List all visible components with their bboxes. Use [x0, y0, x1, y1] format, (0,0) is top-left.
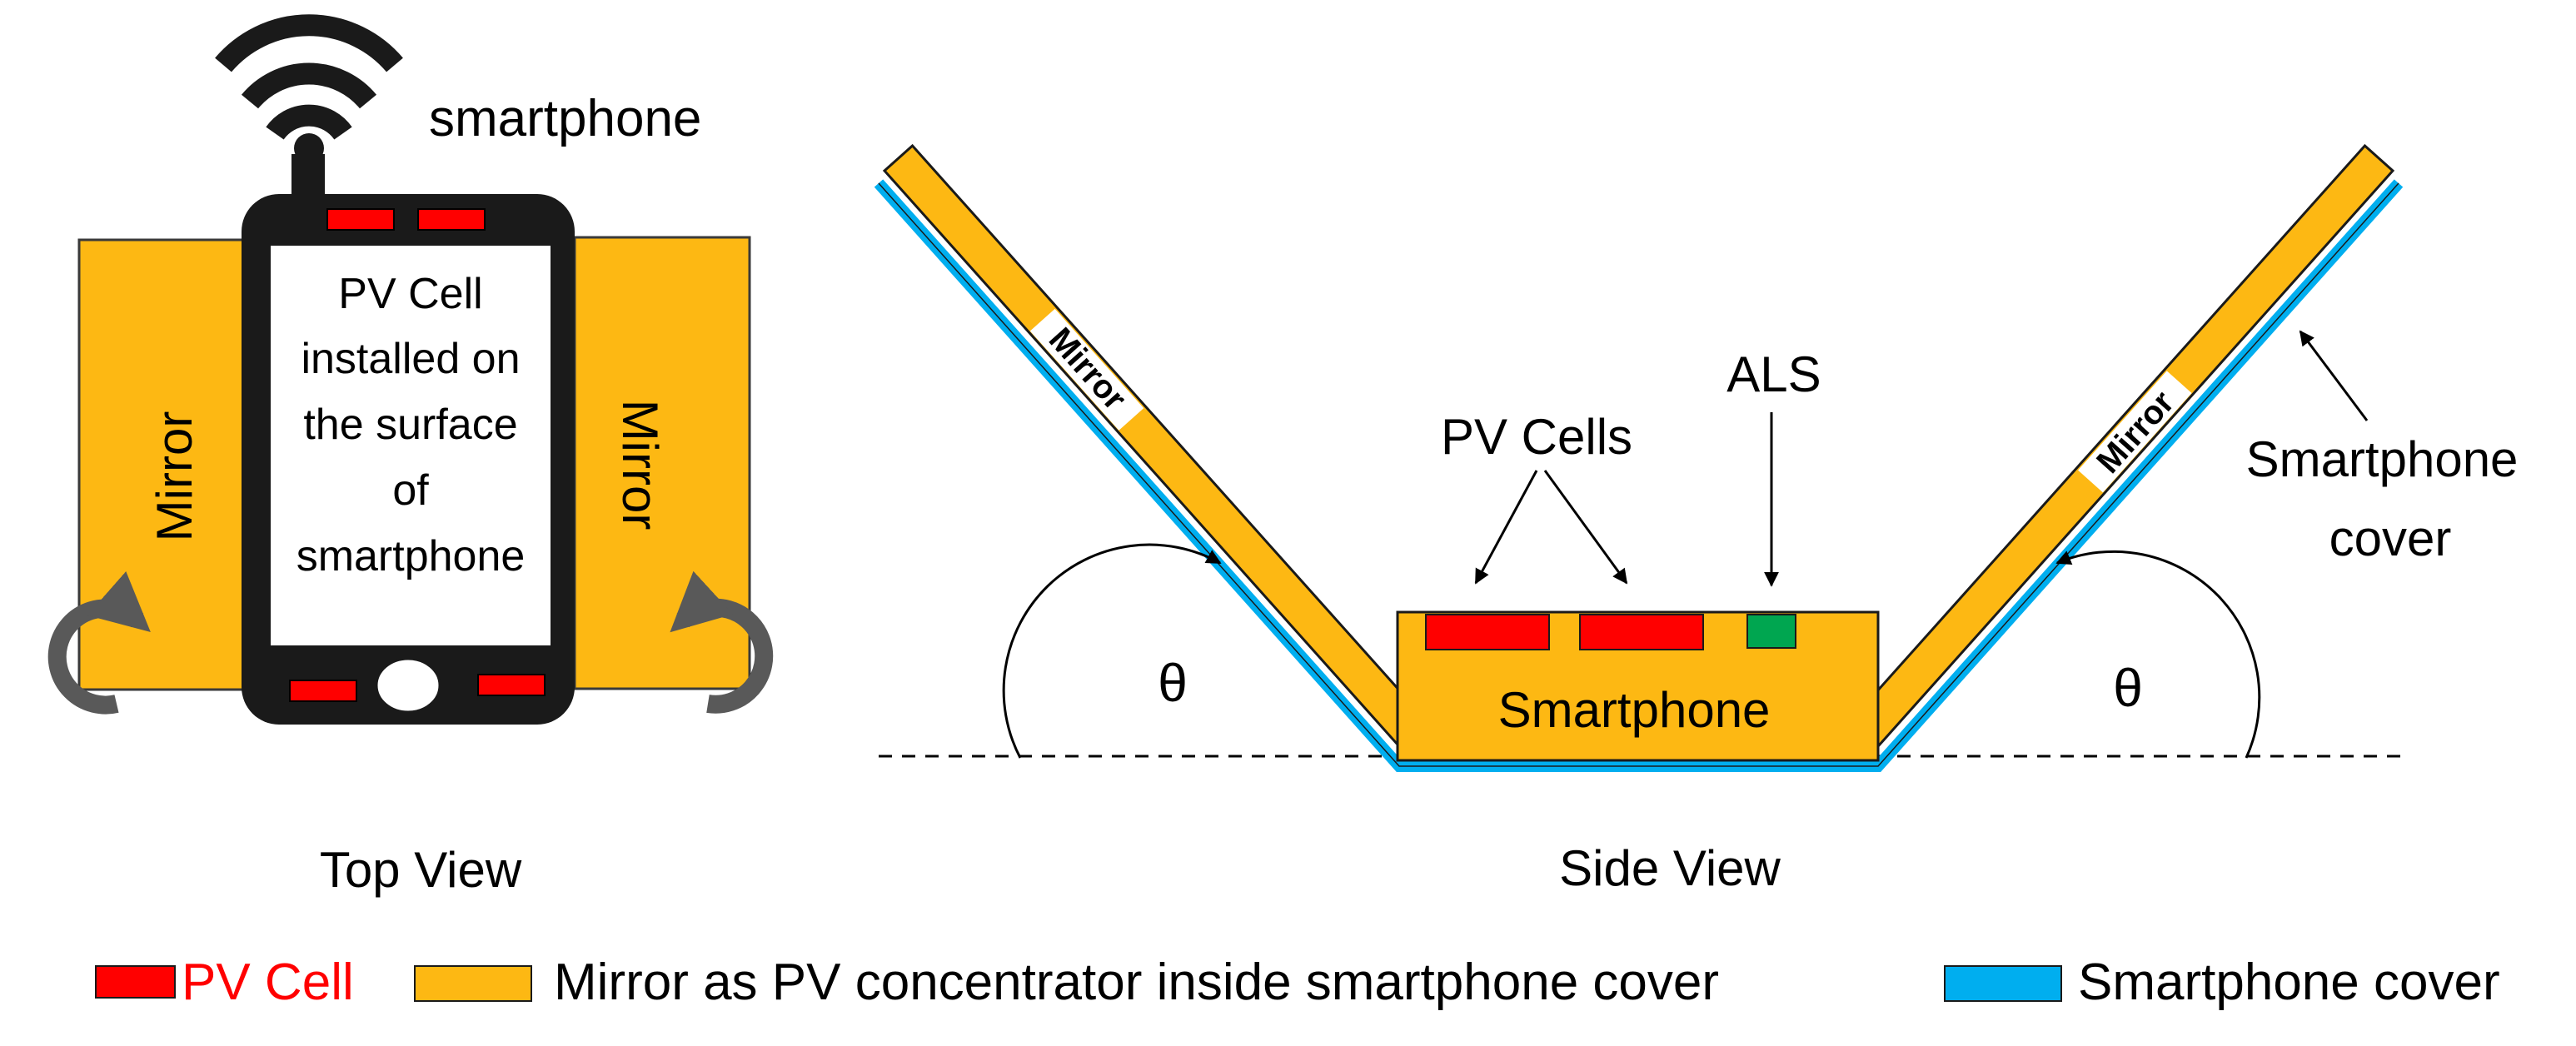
angle-arc-right	[2055, 550, 2261, 759]
screen-text-line-1: PV Cell	[338, 270, 482, 318]
screen-text-line-5: smartphone	[296, 532, 526, 580]
legend-swatch-cover	[1944, 965, 2062, 1002]
side-pv-cell-1	[1425, 614, 1550, 650]
side-als-sensor	[1746, 614, 1796, 649]
legend: PV Cell Mirror as PV concentrator inside…	[95, 954, 2500, 1011]
phone-pv-cell-top-2	[417, 208, 486, 231]
top-view-caption: Top View	[320, 842, 522, 898]
side-smartphone-label: Smartphone	[1498, 682, 1771, 738]
home-button	[375, 657, 441, 714]
top-view: smartphone Mirror Mirror PV Cell install…	[47, 14, 774, 898]
angle-left-label: θ	[1158, 653, 1188, 713]
legend-label-mirror: Mirror as PV concentrator inside smartph…	[554, 954, 1719, 1011]
phone-pv-cell-top-1	[326, 208, 395, 231]
legend-swatch-mirror	[414, 965, 532, 1002]
legend-swatch-pv-cell	[95, 965, 176, 999]
angle-arc-left	[1002, 543, 1222, 759]
als-label: ALS	[1726, 346, 1821, 402]
side-view: Mirror Mirror Smartphone PV Cells ALS Sm…	[874, 143, 2519, 896]
cover-label-line-2: cover	[2329, 511, 2452, 566]
side-mirror-left-label: Mirror	[1042, 321, 1134, 416]
top-mirror-right-label: Mirror	[612, 400, 668, 530]
wifi-icon	[215, 14, 403, 140]
phone-screen	[271, 246, 551, 645]
legend-label-pv-cell: PV Cell	[182, 954, 354, 1011]
cover-arrow	[2299, 330, 2369, 421]
screen-text-line-3: the surface	[303, 401, 517, 449]
cover-outline	[878, 182, 2399, 767]
side-mirror-left: Mirror	[882, 143, 1428, 747]
phone-pv-cell-bottom-2	[477, 674, 546, 696]
side-view-caption: Side View	[1559, 840, 1781, 896]
phone-pv-cell-bottom-1	[289, 680, 357, 702]
top-phone-label: smartphone	[429, 90, 701, 147]
side-pv-cell-2	[1579, 614, 1704, 650]
cover-label-line-1: Smartphone	[2246, 431, 2519, 487]
antenna	[291, 154, 325, 200]
side-mirror-right-label: Mirror	[2090, 384, 2181, 480]
pv-cells-arrow-2	[1543, 470, 1628, 585]
legend-label-cover: Smartphone cover	[2078, 954, 2500, 1011]
rotate-ccw-arrow-icon	[47, 571, 151, 715]
screen-text-line-4: of	[392, 466, 429, 515]
rotate-cw-arrow-icon	[670, 570, 774, 714]
pv-cells-arrow-1	[1474, 470, 1538, 585]
angle-right-label: θ	[2113, 658, 2143, 718]
pv-cells-label: PV Cells	[1441, 409, 1632, 465]
top-mirror-left-label: Mirror	[147, 411, 202, 542]
screen-text-line-2: installed on	[301, 335, 520, 383]
